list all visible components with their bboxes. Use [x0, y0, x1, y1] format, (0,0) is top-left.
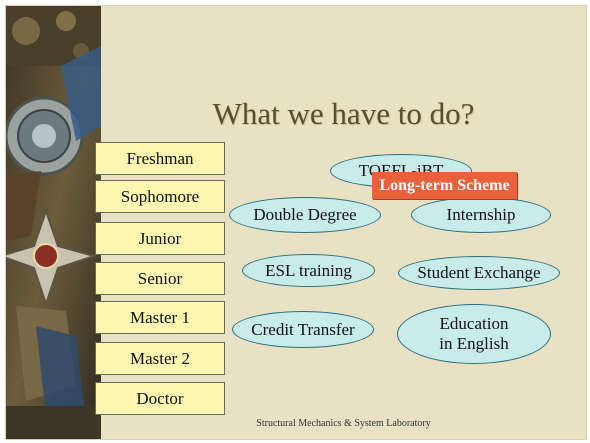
footer-lab-name: Structural Mechanics & System Laboratory — [256, 418, 431, 429]
ellipse-internship: Internship — [411, 197, 551, 233]
ellipse-education-in-english: Education in English — [397, 304, 551, 364]
slide-title: What we have to do? — [212, 96, 475, 131]
education-line-1: Education — [439, 314, 509, 333]
level-box-master-1: Master 1 — [95, 301, 225, 334]
level-box-sophomore: Sophomore — [95, 180, 225, 213]
level-box-senior: Senior — [95, 262, 225, 295]
ellipse-student-exchange: Student Exchange — [398, 256, 560, 290]
ellipse-credit-transfer: Credit Transfer — [232, 311, 374, 348]
decorative-medal-strip — [6, 6, 101, 439]
long-term-scheme-banner: Long-term Scheme — [372, 172, 517, 199]
ellipse-esl-training: ESL training — [242, 254, 375, 287]
ellipse-double-degree: Double Degree — [229, 197, 381, 233]
level-box-doctor: Doctor — [95, 382, 225, 415]
level-box-master-2: Master 2 — [95, 342, 225, 375]
education-line-2: in English — [439, 334, 509, 353]
level-box-freshman: Freshman — [95, 142, 225, 175]
slide-background: What we have to do? Freshman Sophomore J… — [5, 5, 587, 440]
level-box-junior: Junior — [95, 222, 225, 255]
medal-collage-icon — [6, 6, 101, 439]
